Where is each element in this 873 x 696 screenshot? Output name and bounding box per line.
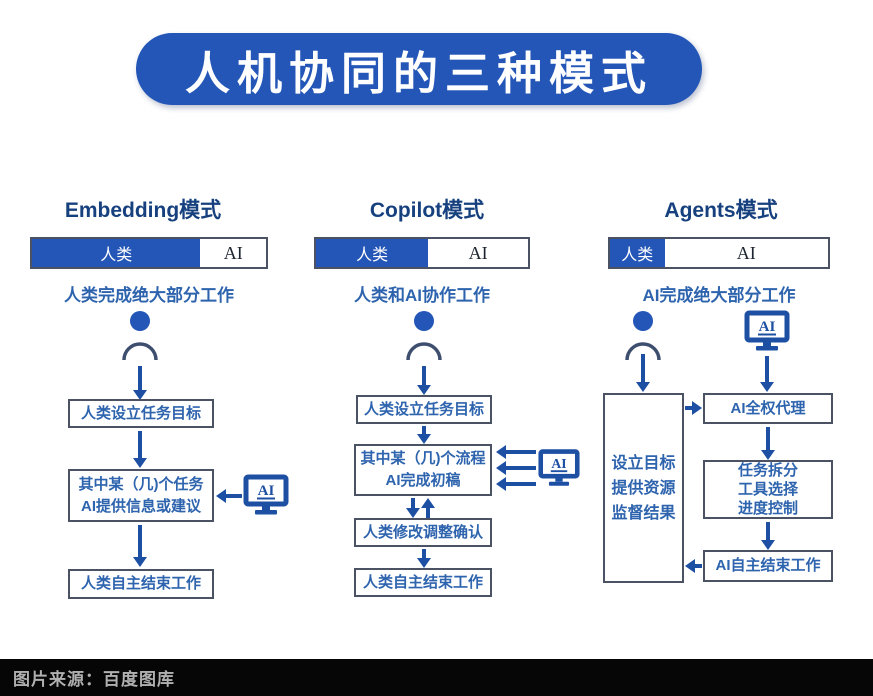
down-arrow <box>133 366 147 400</box>
page-title: 人机协同的三种模式 <box>136 33 702 105</box>
ai-tasks-line3: 进度控制 <box>737 500 798 517</box>
flow-box-review: 人类修改调整确认 <box>354 518 492 547</box>
flow-box-ai-assist: 其中某（几)个任务 AI提供信息或建议 <box>68 469 214 522</box>
column-header-copilot: Copilot模式 <box>369 199 485 222</box>
person-icon <box>118 310 162 367</box>
human-share-label: 人类 <box>356 247 389 264</box>
ai-monitor-label: AI <box>258 483 275 499</box>
left-arrow <box>685 559 702 573</box>
down-arrow <box>761 427 775 460</box>
down-arrow <box>761 522 775 550</box>
down-arrow <box>636 354 650 392</box>
ai-share-segment: AI <box>200 239 266 267</box>
left-arrow <box>496 461 536 475</box>
down-arrow <box>133 431 147 468</box>
ai-share-segment: AI <box>428 239 528 267</box>
down-arrow <box>760 356 774 392</box>
ai-tasks-line1: 任务拆分 <box>737 462 798 479</box>
ai-share-label: AI <box>223 242 243 263</box>
flow-box-ai-draft-line1: 其中某（几)个流程 <box>360 450 486 467</box>
ai-monitor-icon: AI <box>243 474 289 521</box>
human-share-label: 人类 <box>100 247 133 264</box>
ai-monitor-icon: AI <box>744 310 790 357</box>
right-arrow <box>685 401 702 415</box>
flow-box-human-oversight: 设立目标 提供资源 监督结果 <box>603 393 684 583</box>
ai-monitor-icon: AI <box>538 448 580 493</box>
ratio-bar: 人类 AI <box>30 237 268 269</box>
flow-box-ai-draft: 其中某（几)个流程 AI完成初稿 <box>354 444 492 496</box>
down-arrow <box>417 366 431 395</box>
flow-box-ai-delegate: AI全权代理 <box>703 393 833 424</box>
left-arrow <box>216 489 242 503</box>
human-share-segment: 人类 <box>610 239 665 267</box>
flow-box-end-text: 人类自主结束工作 <box>80 575 201 592</box>
column-subtitle: 人类完成绝大部分工作 <box>64 286 234 305</box>
human-share-label: 人类 <box>621 247 654 264</box>
flow-box-end: 人类自主结束工作 <box>354 568 492 597</box>
left-arrow <box>496 477 536 491</box>
flow-box-review-text: 人类修改调整确认 <box>362 523 483 541</box>
ai-share-label: AI <box>736 242 756 263</box>
ai-monitor-label: AI <box>759 319 776 335</box>
left-arrow <box>496 445 536 459</box>
down-arrow <box>406 498 420 518</box>
down-arrow <box>417 549 431 568</box>
image-source-caption: 图片来源：百度图库 <box>13 670 175 689</box>
person-icon <box>402 310 446 367</box>
human-share-segment: 人类 <box>32 239 201 267</box>
footer-bar: 图片来源：百度图库 <box>0 659 873 696</box>
column-subtitle: 人类和AI协作工作 <box>354 286 490 305</box>
flow-box-ai-delegate-text: AI全权代理 <box>730 399 806 417</box>
flow-box-goal: 人类设立任务目标 <box>68 399 214 428</box>
oversight-line2: 提供资源 <box>611 479 676 497</box>
flow-box-ai-draft-line2: AI完成初稿 <box>385 472 461 489</box>
up-arrow <box>421 498 435 518</box>
ai-tasks-line2: 工具选择 <box>737 481 798 498</box>
ratio-bar: 人类 AI <box>314 237 530 269</box>
flow-box-goal-text: 人类设立任务目标 <box>80 404 201 422</box>
human-share-segment: 人类 <box>316 239 429 267</box>
flow-box-goal: 人类设立任务目标 <box>356 395 492 424</box>
oversight-line1: 设立目标 <box>611 454 676 472</box>
ai-share-segment: AI <box>665 239 829 267</box>
down-arrow <box>133 525 147 567</box>
flow-box-end-text: AI自主结束工作 <box>715 557 821 574</box>
ai-monitor-label: AI <box>551 456 566 471</box>
page-title-text: 人机协同的三种模式 <box>184 47 653 99</box>
ai-share-label: AI <box>468 242 488 263</box>
ratio-bar: 人类 AI <box>608 237 830 269</box>
column-header-embedding: Embedding模式 <box>64 199 222 222</box>
flow-box-end: AI自主结束工作 <box>703 550 833 582</box>
down-arrow <box>417 426 431 444</box>
column-subtitle: AI完成绝大部分工作 <box>642 286 796 305</box>
flow-box-ai-assist-line2: AI提供信息或建议 <box>80 497 201 515</box>
flow-box-goal-text: 人类设立任务目标 <box>363 400 484 418</box>
flow-box-ai-tasks: 任务拆分 工具选择 进度控制 <box>703 460 833 519</box>
oversight-line3: 监督结果 <box>611 504 676 522</box>
person-icon <box>621 310 665 367</box>
flow-box-end-text: 人类自主结束工作 <box>362 573 483 591</box>
column-header-agents: Agents模式 <box>664 199 778 222</box>
flow-box-end: 人类自主结束工作 <box>68 569 214 599</box>
flow-box-ai-assist-line1: 其中某（几)个任务 <box>78 475 204 493</box>
